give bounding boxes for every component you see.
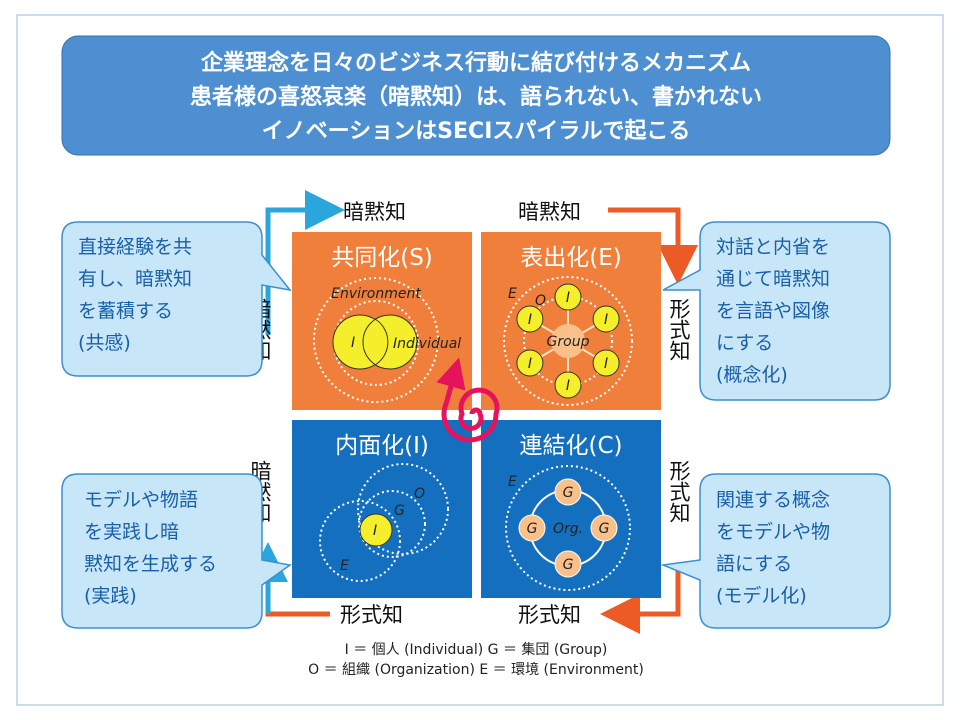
svg-text:通じて暗黙知: 通じて暗黙知 [716, 268, 830, 290]
seci-spiral-icon [436, 357, 500, 443]
svg-text:G: G [563, 485, 574, 501]
svg-text:をモデルや物: をモデルや物 [716, 521, 830, 543]
svg-text:Group: Group [547, 334, 590, 350]
callout-bottom-right: 関連する概念 をモデルや物 語にする (モデル化) [660, 473, 891, 629]
svg-text:内面化(I): 内面化(I) [335, 433, 429, 459]
callout-bottom-left: モデルや物語 を実践し暗 黙知を生成する (実践) [61, 473, 292, 629]
svg-text:G: G [394, 503, 405, 519]
quadrant-socialization: 共同化(S) Environment I Individual [292, 232, 472, 410]
svg-text:G: G [599, 521, 610, 537]
label-bottom-right: 形式知 [518, 603, 581, 627]
svg-text:Individual: Individual [393, 336, 461, 352]
legend-line-1: I ＝ 個人 (Individual) G ＝ 集団 (Group) [345, 641, 608, 658]
individual-node: I [516, 305, 544, 333]
svg-text:語にする: 語にする [716, 553, 792, 575]
title-line-2: 患者様の喜怒哀楽（暗黙知）は、語られない、書かれない [190, 84, 762, 110]
svg-text:連結化(C): 連結化(C) [519, 433, 622, 459]
arrow-top-left [265, 190, 345, 335]
arrow-top-right [608, 207, 698, 285]
individual-circle [359, 513, 393, 547]
individual-node: I [554, 371, 582, 399]
svg-text:関連する概念: 関連する概念 [716, 488, 830, 511]
individual-node: I [554, 283, 582, 311]
svg-text:I: I [528, 356, 532, 372]
quadrant-internalization: 内面化(I) I O G E [292, 420, 472, 598]
title-box: 企業理念を日々のビジネス行動に結び付けるメカニズム 患者様の喜怒哀楽（暗黙知）は… [61, 35, 891, 156]
individual-node: I [516, 349, 544, 377]
svg-text:I: I [566, 378, 570, 394]
svg-text:を蓄積する: を蓄積する [78, 300, 173, 322]
svg-text:Environment: Environment [331, 286, 421, 302]
svg-text:I: I [604, 312, 608, 328]
callout-top-right: 対話と内省を 通じて暗黙知 を言語や図像 にする (概念化) [662, 221, 891, 401]
svg-text:I: I [373, 523, 377, 539]
svg-text:I: I [528, 312, 532, 328]
legend-line-2: O ＝ 組織 (Organization) E ＝ 環境 (Environmen… [308, 662, 644, 678]
quadrant-combination: 連結化(C) E Org. G G G G [481, 420, 661, 598]
group-node: G [590, 514, 618, 542]
svg-text:表出化(E): 表出化(E) [520, 245, 621, 271]
group-node [551, 324, 585, 358]
label-right-top: 形式知 [667, 298, 691, 361]
group-node: G [554, 478, 582, 506]
svg-text:モデルや物語: モデルや物語 [84, 489, 198, 511]
label-top-left: 暗黙知 [343, 200, 406, 224]
svg-text:O: O [414, 486, 425, 502]
svg-text:を実践し暗: を実践し暗 [84, 521, 179, 543]
svg-text:E: E [508, 474, 517, 490]
title-line-1: 企業理念を日々のビジネス行動に結び付けるメカニズム [200, 50, 751, 76]
label-right-bottom: 形式知 [667, 460, 691, 523]
callout-top-left: 直接経験を共 有し、暗黙知 を蓄積する (共感) [61, 221, 292, 377]
label-bottom-left: 形式知 [340, 603, 403, 627]
title-line-3: イノベーションはSECIスパイラルで起こる [262, 119, 691, 144]
group-node: G [518, 514, 546, 542]
arrow-bottom-right [600, 570, 681, 634]
individual-circle [362, 314, 418, 370]
quadrant-externalization: 表出化(E) Group E O I I I I I I [481, 232, 661, 410]
svg-text:G: G [563, 557, 574, 573]
slide-frame [16, 14, 944, 706]
individual-node: I [592, 349, 620, 377]
individual-node: I [592, 305, 620, 333]
svg-text:I: I [604, 356, 608, 372]
svg-text:G: G [527, 521, 538, 537]
svg-text:を言語や図像: を言語や図像 [716, 300, 830, 322]
svg-text:有し、暗黙知: 有し、暗黙知 [78, 268, 192, 290]
svg-text:対話と内省を: 対話と内省を [716, 236, 830, 258]
svg-text:直接経験を共: 直接経験を共 [78, 236, 192, 258]
svg-text:(概念化): (概念化) [716, 363, 788, 386]
svg-text:I: I [351, 335, 355, 351]
group-node: G [554, 550, 582, 578]
svg-text:E: E [340, 558, 349, 574]
svg-text:(モデル化): (モデル化) [716, 585, 807, 607]
svg-text:にする: にする [716, 332, 773, 354]
svg-text:(実践): (実践) [84, 585, 137, 607]
svg-text:E: E [508, 286, 517, 302]
label-top-right: 暗黙知 [518, 200, 581, 224]
svg-text:黙知を生成する: 黙知を生成する [84, 553, 217, 575]
svg-text:(共感): (共感) [78, 332, 131, 354]
svg-text:O: O [535, 293, 546, 309]
svg-text:共同化(S): 共同化(S) [331, 245, 433, 271]
svg-text:Org.: Org. [553, 521, 583, 537]
svg-text:I: I [566, 290, 570, 306]
